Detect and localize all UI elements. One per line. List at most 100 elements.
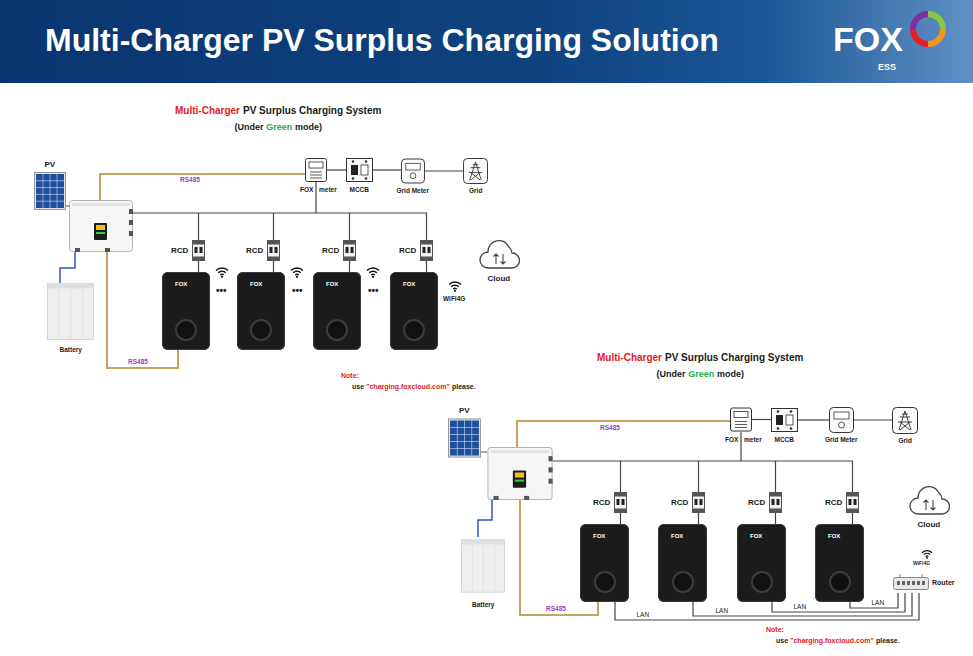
ac-bus [133, 182, 427, 240]
wifi-icon [449, 282, 461, 292]
node-label: Cloud [488, 274, 511, 283]
node-label: FOX [175, 281, 187, 288]
node-label: Grid [899, 437, 912, 444]
connector [426, 261, 427, 272]
subtitle: Multi-Charger [175, 105, 240, 117]
connector [693, 593, 912, 616]
rcd-icon [846, 492, 859, 513]
connector [198, 261, 199, 272]
note: please. [876, 637, 900, 645]
network-label-row: WiFi4G [913, 561, 930, 567]
node-label: Grid [469, 187, 482, 194]
grid-meter: Grid Meter [829, 407, 854, 433]
note: Note: [341, 372, 359, 380]
node-label: Battery [472, 601, 494, 608]
ev-charger: FOX [237, 272, 285, 350]
signal-label: RS485 [128, 358, 148, 365]
mccb-icon [347, 159, 373, 182]
node-label: Grid Meter [825, 436, 858, 443]
rs485-wire [517, 421, 730, 447]
subtitle: (Under [657, 369, 686, 379]
connector [852, 513, 853, 524]
connector [798, 419, 829, 420]
subtitle-row: (UnderGreenmode) [657, 369, 744, 379]
charger-dial [250, 319, 272, 341]
signal-label: RS485 [600, 424, 620, 431]
network-label: WiFi4G [913, 561, 930, 567]
ev-charger: FOX [313, 272, 361, 350]
node-label: FOX [828, 533, 840, 540]
charger-dial [326, 319, 348, 341]
ellipsis-row: ••• [216, 285, 227, 297]
network-label-row: WiFi4G [443, 295, 465, 302]
node-label: FOX [593, 533, 605, 540]
node-label: FOX [300, 186, 313, 193]
mccb-breaker: MCCB [346, 158, 373, 182]
subtitle-row: Multi-ChargerPV Surplus Charging System [597, 352, 803, 364]
subtitle-row: (UnderGreenmode) [235, 122, 322, 132]
note: "charging.foxcloud.com" [366, 383, 450, 391]
logo-text-row: FOX [833, 20, 903, 59]
meter-icon [306, 159, 327, 182]
ellipsis: ••• [292, 285, 303, 297]
node-label: PV [45, 160, 56, 169]
grid-icon [893, 408, 918, 434]
node-label: Cloud [918, 520, 941, 529]
logo-text: ESS [878, 62, 896, 72]
battery-icon [461, 540, 504, 592]
node-label: FOX [250, 281, 262, 288]
charger-dial [175, 319, 197, 341]
grid-meter-icon [401, 159, 424, 183]
node-label: Grid Meter [397, 187, 430, 194]
inverter-icon [488, 448, 553, 500]
ev-charger: FOX [162, 272, 210, 350]
ev-charger: FOX [658, 524, 707, 602]
connector [349, 261, 350, 272]
wifi-icon [291, 268, 303, 278]
rcd-icon [420, 240, 433, 261]
note: Note: [766, 626, 784, 634]
pv-panel: PV [448, 418, 481, 458]
rcd-icon [614, 492, 627, 513]
rcd-device: RCD [692, 492, 705, 513]
signal-label-row: RS485 [546, 605, 566, 612]
page-title: Multi-Charger PV Surplus Charging Soluti… [45, 22, 719, 59]
grid-tower: Grid [892, 407, 918, 434]
ev-charger: FOX [737, 524, 786, 602]
grid-icon [463, 159, 487, 184]
node-label: FOX [750, 533, 762, 540]
pv-panel-icon [35, 173, 66, 210]
ac-bus [553, 432, 853, 492]
note-row: use"charging.foxcloud.com"please. [776, 637, 900, 645]
node-label: RCD [246, 246, 263, 255]
subtitle: PV Surplus Charging System [243, 105, 381, 117]
grid-meter: Grid Meter [401, 158, 425, 184]
ellipsis: ••• [368, 285, 379, 297]
subtitle: Green [688, 369, 714, 379]
charger-dial [672, 571, 694, 593]
node-label: PV [459, 406, 470, 415]
cloud-icon [910, 487, 950, 514]
node-label: RCD [825, 498, 842, 507]
inverter-icon [70, 201, 134, 253]
logo-text: FOX [833, 20, 903, 59]
subtitle: PV Surplus Charging System [665, 352, 803, 364]
node-label: FOX [403, 281, 415, 288]
node-label: meter [319, 186, 337, 193]
connector [620, 513, 621, 524]
network-label: WiFi4G [443, 295, 465, 302]
ev-charger: FOX [390, 272, 438, 350]
rcd-icon [343, 240, 356, 261]
note: use [776, 637, 788, 645]
subtitle: mode) [295, 122, 322, 132]
node-label: FOX [725, 436, 738, 443]
rcd-device: RCD [267, 240, 280, 261]
battery-pack: Battery [47, 283, 94, 340]
connector [698, 513, 699, 524]
network-router: Router [893, 573, 929, 593]
wifi-icon [367, 268, 379, 278]
fox-meter: FOXmeter [730, 407, 752, 432]
grid-tower: Grid [463, 158, 488, 184]
subtitle: Multi-Charger [597, 352, 662, 364]
ellipsis: ••• [216, 285, 227, 297]
